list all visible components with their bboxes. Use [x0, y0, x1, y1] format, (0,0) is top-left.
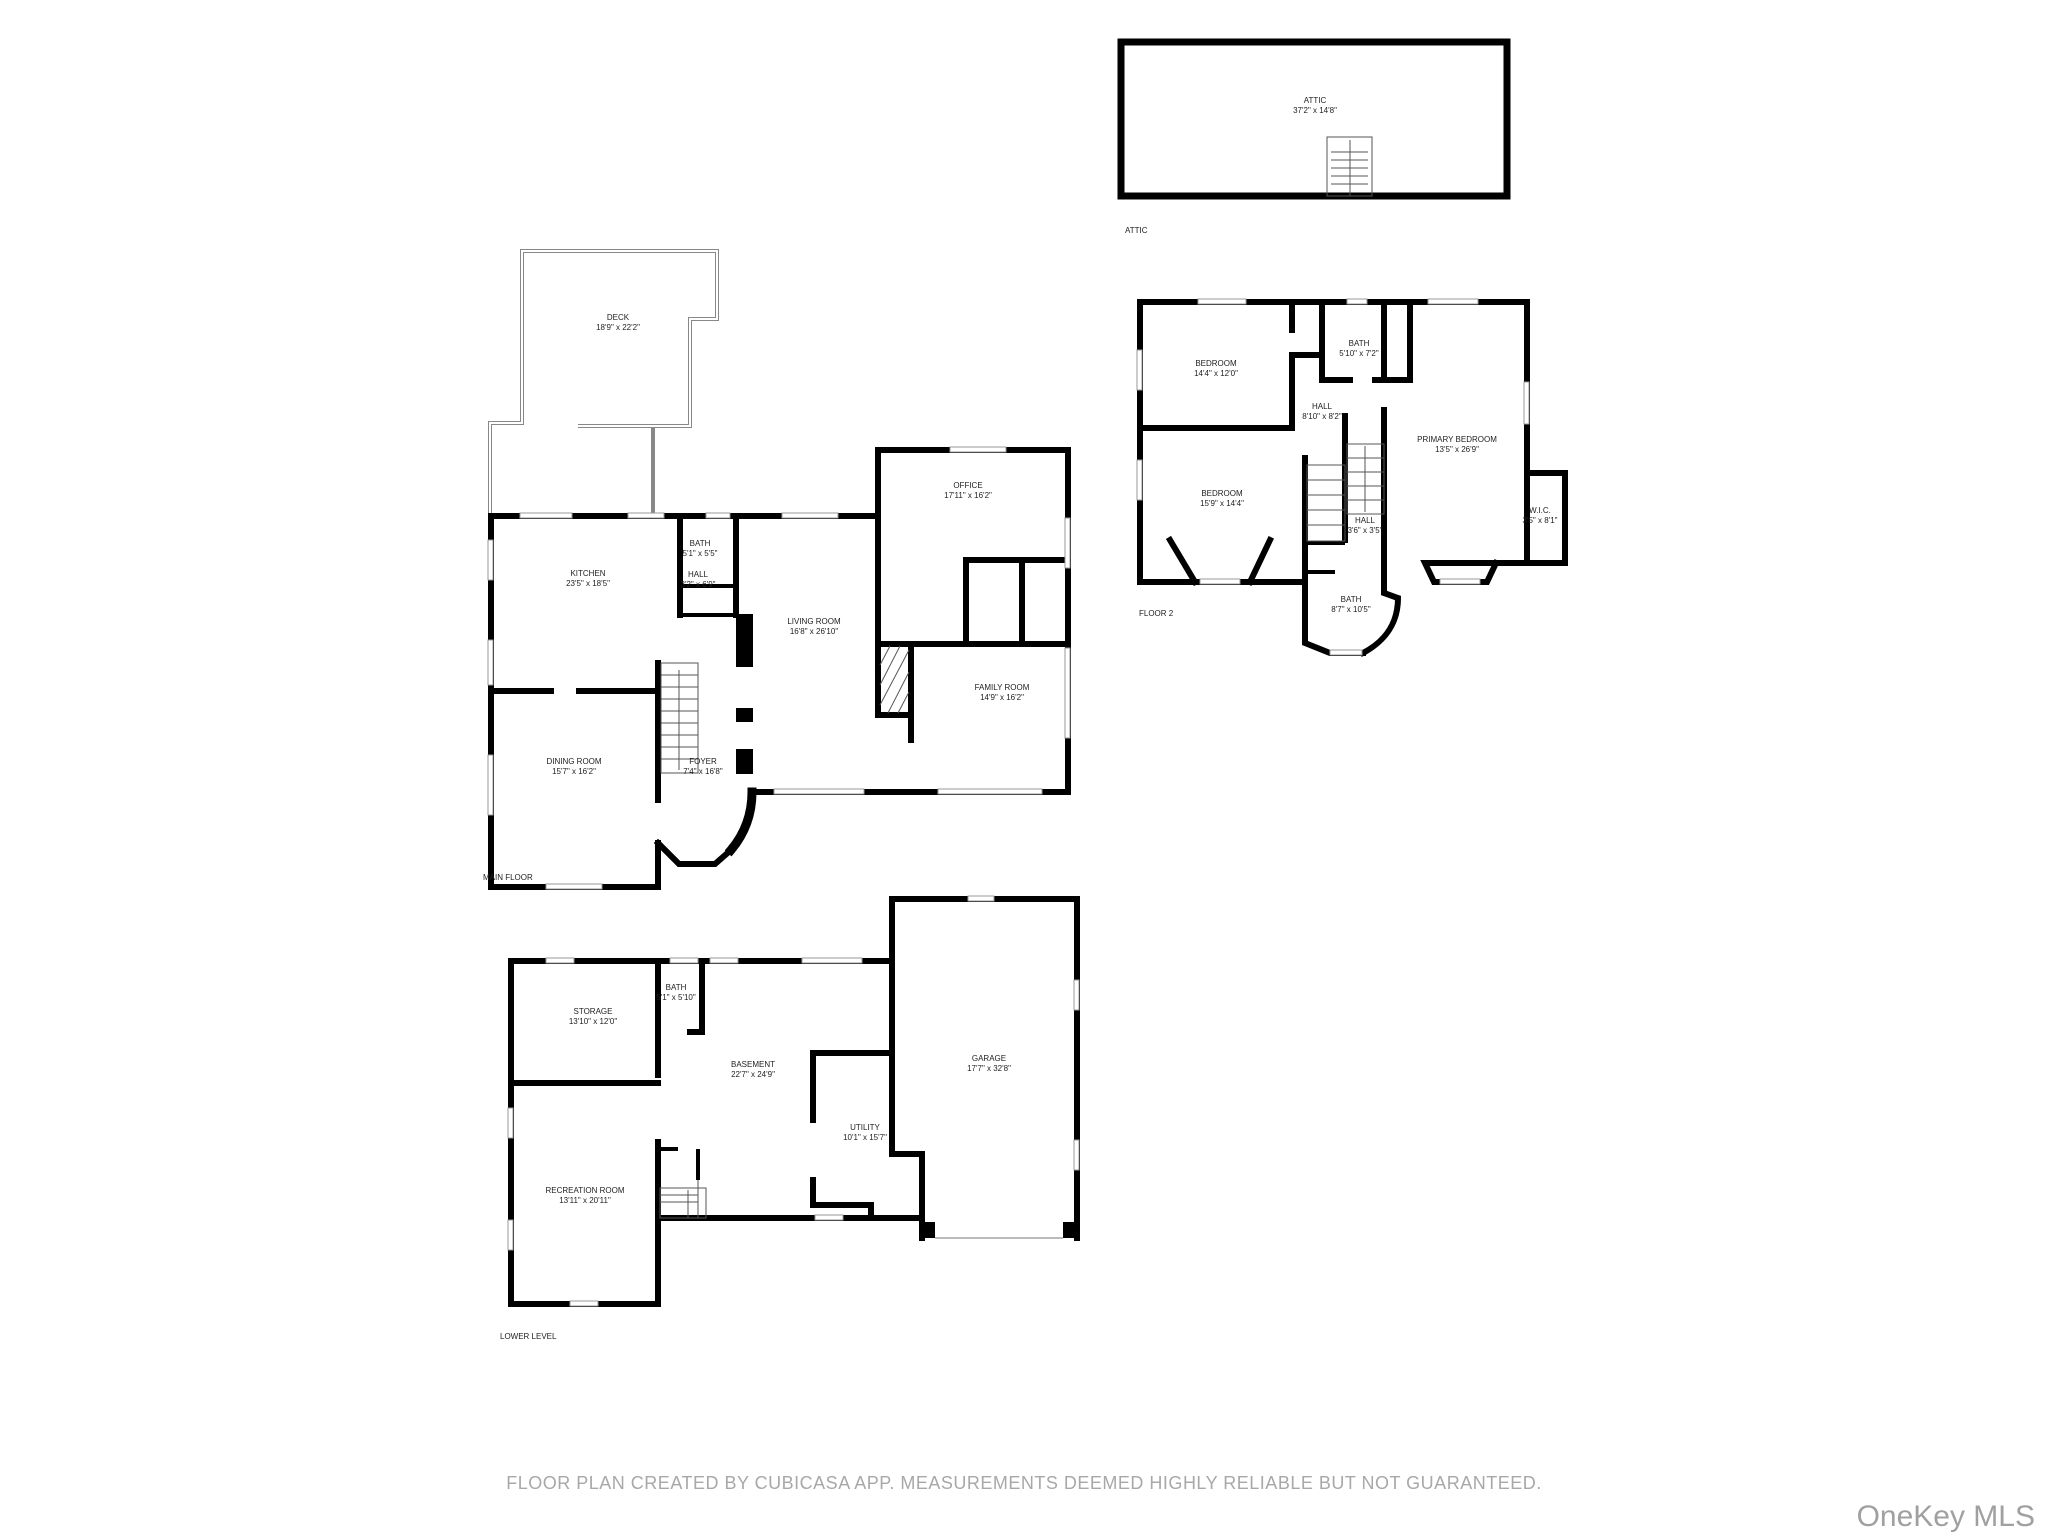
room-dims: 15'9" x 14'4" — [1200, 499, 1244, 508]
deck-outline — [488, 249, 719, 516]
room-name: BATH — [690, 539, 711, 548]
disclaimer-footer: FLOOR PLAN CREATED BY CUBICASA APP. MEAS… — [506, 1473, 1541, 1493]
room-name: FAMILY ROOM — [975, 683, 1030, 692]
main-floor-walls — [488, 447, 1071, 890]
room-dims: 8'10" x 8'2" — [1302, 412, 1342, 421]
room-name: OFFICE — [953, 481, 982, 490]
room-name: HALL — [688, 570, 709, 579]
room-dims: 5'1" x 5'10" — [656, 993, 696, 1002]
room-name: STORAGE — [574, 1007, 613, 1016]
room-dims: 17'11" x 16'2" — [944, 491, 992, 500]
floor-2-windows — [1136, 298, 1530, 656]
room-name: BATH — [1341, 595, 1362, 604]
room-dims: 18'9" x 22'2" — [596, 323, 640, 332]
room-name: BEDROOM — [1195, 359, 1237, 368]
room-dims: 3'6" x 3'5" — [1348, 526, 1383, 535]
fireplace-hatch — [879, 645, 910, 714]
room-dims: 5'1" x 5'5" — [683, 549, 718, 558]
room-dims: 7'4" x 16'8" — [683, 767, 723, 776]
room-dims: 37'2" x 14'8" — [1293, 106, 1337, 115]
room-name: W.I.C. — [1529, 506, 1551, 515]
room-dims: 13'11" x 20'11" — [559, 1196, 611, 1205]
lower-level-walls — [508, 896, 1080, 1307]
room-dims: 23'5" x 18'5" — [566, 579, 610, 588]
attic-plan: ATTIC 37'2" x 14'8" ATTIC — [1117, 38, 1511, 235]
room-dims: 14'9" x 16'2" — [980, 693, 1024, 702]
room-name: BATH — [666, 983, 687, 992]
room-dims: 14'4" x 12'0" — [1194, 369, 1238, 378]
floor-label-attic: ATTIC — [1125, 226, 1148, 235]
room-dims: 13'10" x 12'0" — [569, 1017, 617, 1026]
lower-level-stairs — [659, 1180, 707, 1219]
room-dims: 3'5" x 8'1" — [1523, 516, 1558, 525]
room-name: HALL — [1312, 402, 1333, 411]
room-dims: 10'1" x 15'7" — [843, 1133, 887, 1142]
attic-stairs — [1326, 136, 1373, 197]
room-name: HALL — [1355, 516, 1376, 525]
room-dims: 3'2" x 6'9" — [681, 580, 716, 589]
room-dims: 8'7" x 10'5" — [1331, 605, 1371, 614]
floor-label-lower-level: LOWER LEVEL — [500, 1332, 557, 1341]
room-name: LIVING ROOM — [787, 617, 841, 626]
main-floor-plan: DECK 18'9" x 22'2" KITCHEN 23'5" x 18'5"… — [483, 249, 1071, 890]
room-name: GARAGE — [972, 1054, 1006, 1063]
room-name: RECREATION ROOM — [546, 1186, 625, 1195]
room-dims: 16'8" x 26'10" — [790, 627, 838, 636]
main-floor-stairs — [660, 662, 699, 774]
room-dims: 5'10" x 7'2" — [1339, 349, 1379, 358]
floor-2-plan: BEDROOM 14'4" x 12'0" BATH 5'10" x 7'2" … — [1136, 298, 1568, 658]
room-name: BATH — [1349, 339, 1370, 348]
room-name: BEDROOM — [1201, 489, 1243, 498]
room-dims: 15'7" x 16'2" — [552, 767, 596, 776]
room-name: FOYER — [689, 757, 717, 766]
room-name: ATTIC — [1304, 96, 1327, 105]
room-name: DINING ROOM — [546, 757, 601, 766]
room-name: KITCHEN — [570, 569, 605, 578]
main-floor-windows — [487, 446, 1071, 890]
room-dims: 13'5" x 26'9" — [1435, 445, 1479, 454]
room-dims: 17'7" x 32'8" — [967, 1064, 1011, 1073]
onekey-mls-watermark: OneKey MLS — [1857, 1500, 2035, 1533]
floor-2-stairs — [1306, 443, 1385, 542]
room-dims: 22'7" x 24'9" — [731, 1070, 775, 1079]
room-name: DECK — [607, 313, 630, 322]
floor-label-floor-2: FLOOR 2 — [1139, 609, 1174, 618]
lower-level-windows — [507, 895, 1080, 1307]
room-name: PRIMARY BEDROOM — [1417, 435, 1497, 444]
lower-level-plan: STORAGE 13'10" x 12'0" BATH 5'1" x 5'10"… — [500, 895, 1080, 1341]
room-name: UTILITY — [850, 1123, 880, 1132]
room-name: BASEMENT — [731, 1060, 775, 1069]
floor-label-main: MAIN FLOOR — [483, 873, 533, 882]
